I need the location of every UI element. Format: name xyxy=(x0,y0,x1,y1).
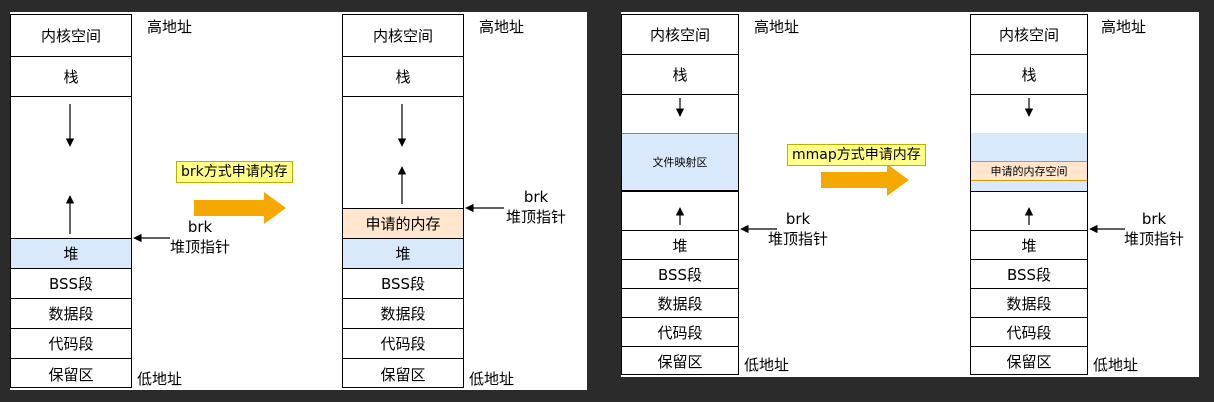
heap-top-pointer-text: 堆顶指针 xyxy=(506,208,567,226)
file-mapping-region xyxy=(971,181,1087,191)
low-address-label: 低地址 xyxy=(1093,356,1139,374)
brk-pointer-label: brk 堆顶指针 xyxy=(506,187,566,227)
kernel-space: 内核空间 xyxy=(11,15,131,57)
file-mapping-region: 文件映射区 xyxy=(622,133,738,191)
heap-top-pointer-text: 堆顶指针 xyxy=(768,230,829,248)
low-address-label: 低地址 xyxy=(469,370,515,388)
data-segment: 数据段 xyxy=(971,289,1087,318)
free-gap xyxy=(11,97,131,239)
free-gap xyxy=(971,191,1087,231)
heap-segment: 堆 xyxy=(343,239,463,269)
brk-text: brk xyxy=(1141,210,1167,228)
stack-segment: 栈 xyxy=(343,57,463,97)
high-address-label: 高地址 xyxy=(479,18,525,36)
transition-arrow xyxy=(821,164,909,196)
reserved-segment: 保留区 xyxy=(380,365,426,384)
right-arrows xyxy=(675,98,1125,234)
right-panel: 内核空间 栈 文件映射区 堆 BSS段 数据段 代码段 保留区 内核空间 栈 申… xyxy=(621,12,1199,377)
allocated-memory-space: 申请的内存空间 xyxy=(971,161,1087,181)
heap-segment: 堆 xyxy=(622,231,738,260)
high-address-label: 高地址 xyxy=(147,18,193,36)
memory-layout-after-brk: 内核空间 栈 申请的内存 堆 BSS段 数据段 代码段 保留区 xyxy=(342,14,464,388)
low-address-label: 低地址 xyxy=(744,356,790,374)
data-segment: 数据段 xyxy=(11,299,131,329)
reserved-segment: 保留区 xyxy=(657,353,703,371)
kernel-space: 内核空间 xyxy=(971,15,1087,55)
code-segment: 代码段 xyxy=(343,329,463,359)
heap-top-pointer-text: 堆顶指针 xyxy=(1124,230,1185,248)
kernel-space: 内核空间 xyxy=(622,15,738,55)
high-address-label: 高地址 xyxy=(1101,18,1147,36)
heap-segment: 堆 xyxy=(971,231,1087,260)
brk-caption: brk方式申请内存 xyxy=(176,161,293,183)
bss-segment: BSS段 xyxy=(11,269,131,299)
brk-pointer-label: brk 堆顶指针 xyxy=(1124,209,1184,249)
left-arrows xyxy=(65,104,504,243)
free-gap xyxy=(343,97,463,209)
mmap-caption: mmap方式申请内存 xyxy=(787,144,926,166)
bss-segment: BSS段 xyxy=(971,260,1087,289)
code-segment: 代码段 xyxy=(11,329,131,359)
brk-pointer-label: brk 堆顶指针 xyxy=(768,209,828,249)
reserved-segment: 保留区 xyxy=(1006,353,1052,371)
stack-segment: 栈 xyxy=(622,55,738,95)
low-address-label: 低地址 xyxy=(137,370,183,388)
high-address-label: 高地址 xyxy=(754,18,800,36)
bss-segment: BSS段 xyxy=(622,260,738,289)
data-segment: 数据段 xyxy=(622,289,738,318)
allocated-memory: 申请的内存 xyxy=(343,209,463,239)
stack-segment: 栈 xyxy=(11,57,131,97)
brk-text: brk xyxy=(187,218,213,236)
left-panel: 内核空间 栈 堆 BSS段 数据段 代码段 保留区 内核空间 栈 申请的内存 堆… xyxy=(10,12,587,390)
stack-segment: 栈 xyxy=(971,55,1087,95)
transition-arrow xyxy=(194,192,286,224)
file-mapping-region xyxy=(971,133,1087,161)
data-segment: 数据段 xyxy=(343,299,463,329)
memory-layout-before-brk: 内核空间 栈 堆 BSS段 数据段 代码段 保留区 xyxy=(10,14,132,388)
kernel-space: 内核空间 xyxy=(343,15,463,57)
reserved-segment: 保留区 xyxy=(48,365,94,384)
code-segment: 代码段 xyxy=(971,318,1087,347)
memory-layout-after-mmap: 内核空间 栈 申请的内存空间 堆 BSS段 数据段 代码段 保留区 xyxy=(970,14,1088,375)
free-gap xyxy=(622,191,738,231)
memory-layout-before-mmap: 内核空间 栈 文件映射区 堆 BSS段 数据段 代码段 保留区 xyxy=(621,14,739,375)
brk-pointer-label: brk 堆顶指针 xyxy=(170,217,230,257)
code-segment: 代码段 xyxy=(622,318,738,347)
brk-text: brk xyxy=(785,210,811,228)
bss-segment: BSS段 xyxy=(343,269,463,299)
brk-text: brk xyxy=(523,188,549,206)
heap-segment: 堆 xyxy=(11,239,131,269)
heap-top-pointer-text: 堆顶指针 xyxy=(170,238,231,256)
